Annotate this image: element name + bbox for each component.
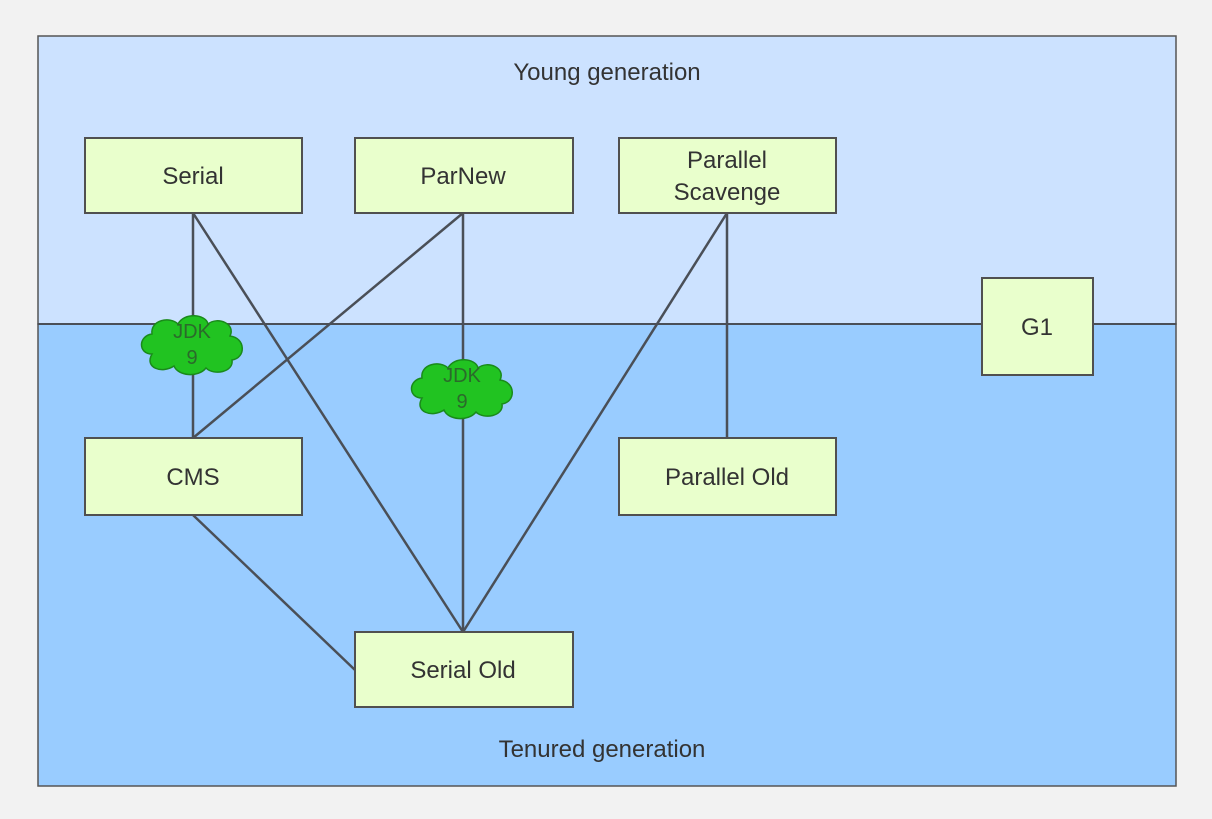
edge-cms-serial-old xyxy=(192,514,356,671)
node-serial-label: Serial xyxy=(162,163,223,190)
deprecation-label-line1: JDK xyxy=(443,365,481,387)
node-g1-label: G1 xyxy=(1021,314,1053,341)
node-serial-old: Serial Old xyxy=(354,631,574,708)
node-g1: G1 xyxy=(981,277,1094,376)
deprecation-label-line2: 9 xyxy=(456,391,467,413)
node-cms-label: CMS xyxy=(166,464,219,491)
deprecation-label-line2: 9 xyxy=(186,347,197,369)
cloud-icon xyxy=(410,359,513,420)
cloud-icon xyxy=(140,315,243,376)
node-serial: Serial xyxy=(84,137,303,214)
node-parnew-label: ParNew xyxy=(420,163,506,190)
deprecation-cloud-serial-cms: JDK 9 xyxy=(140,315,243,376)
node-parnew: ParNew xyxy=(354,137,574,214)
tenured-generation-zone xyxy=(37,323,1177,787)
node-parallel-scavenge-label-line2: Scavenge xyxy=(674,179,781,206)
deprecation-label-line1: JDK xyxy=(173,321,211,343)
edge-parallel-scavenge-serial-old xyxy=(461,212,729,633)
node-parallel-old: Parallel Old xyxy=(618,437,837,516)
deprecation-cloud-parnew-serial-old: JDK 9 xyxy=(410,359,513,420)
node-serial-old-label: Serial Old xyxy=(410,657,515,684)
node-parallel-scavenge: Parallel Scavenge xyxy=(618,137,837,214)
node-parallel-scavenge-label-line1: Parallel xyxy=(687,147,767,174)
edge-parnew-cms xyxy=(192,212,464,439)
node-cms: CMS xyxy=(84,437,303,516)
tenured-generation-label: Tenured generation xyxy=(499,736,706,763)
young-generation-label: Young generation xyxy=(513,59,700,86)
edge-serial-serial-old xyxy=(191,212,465,633)
node-parallel-old-label: Parallel Old xyxy=(665,464,789,491)
